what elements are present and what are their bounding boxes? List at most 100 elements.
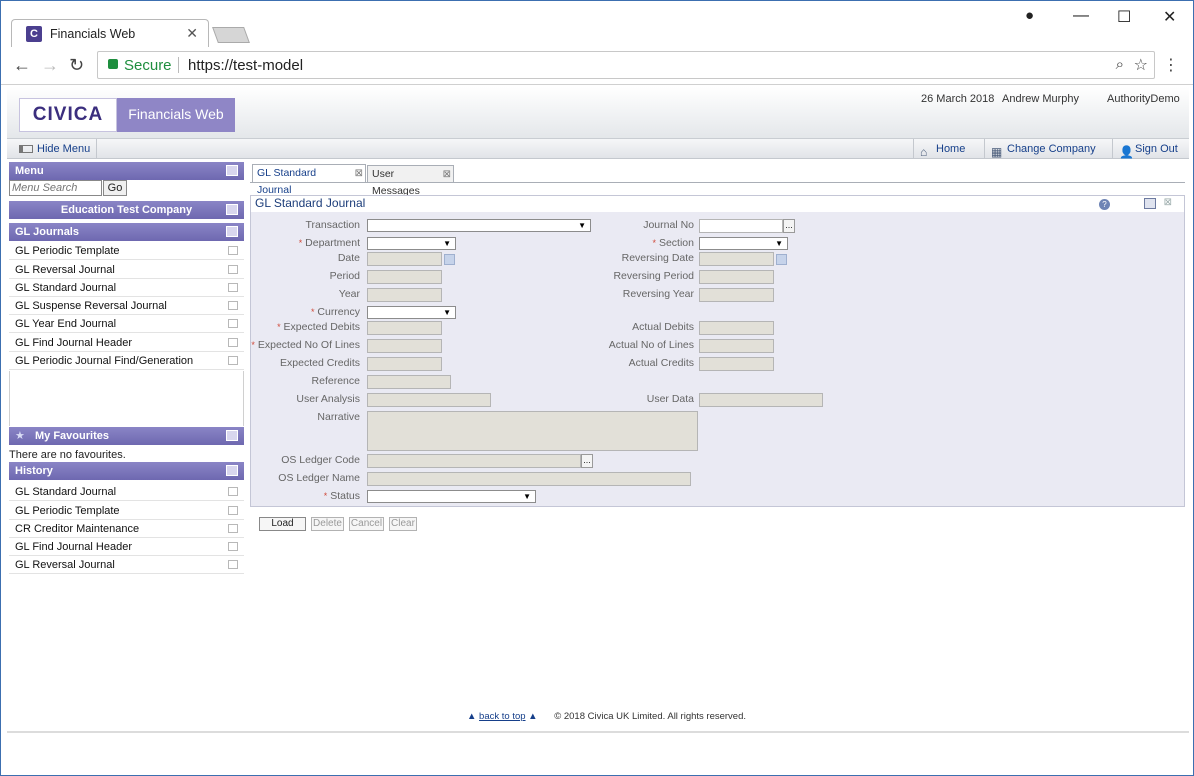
history-item[interactable]: GL Standard Journal [9, 483, 244, 501]
close-window-icon[interactable]: ✕ [1163, 9, 1177, 26]
narrative-textarea[interactable] [367, 411, 698, 451]
tab-user-messages[interactable]: User Messages ⊠ [367, 165, 454, 197]
delete-button[interactable]: Delete [311, 517, 344, 531]
profile-icon[interactable]: ● [1025, 7, 1035, 24]
user-analysis-input[interactable] [367, 393, 491, 407]
history-item[interactable]: GL Reversal Journal [9, 556, 244, 574]
sign-out-label: Sign Out [1135, 143, 1178, 155]
open-link-icon[interactable] [228, 265, 238, 274]
actual-lines-label: Actual No of Lines [608, 339, 694, 351]
section-toggle-icon[interactable] [226, 226, 238, 237]
zoom-icon[interactable]: ⌕ [1115, 56, 1124, 73]
menu-item[interactable]: GL Periodic Journal Find/Generation [9, 352, 244, 370]
maximize-icon[interactable]: ☐ [1117, 9, 1132, 26]
sign-out-button[interactable]: 👤 Sign Out [1112, 139, 1188, 159]
history-toggle-icon[interactable] [226, 465, 238, 476]
cancel-button[interactable]: Cancel [349, 517, 384, 531]
gl-journals-header[interactable]: GL Journals [9, 223, 244, 241]
expected-credits-input[interactable] [367, 357, 442, 371]
section-select[interactable] [699, 237, 788, 250]
reload-icon[interactable]: ↻ [69, 55, 85, 75]
close-tab-icon[interactable]: ✕ [186, 25, 198, 41]
os-ledger-lookup-button[interactable]: ... [581, 454, 593, 468]
journal-no-input[interactable] [699, 219, 783, 233]
history-header[interactable]: History [9, 462, 244, 480]
new-tab-button[interactable] [212, 27, 250, 43]
menu-item-label: GL Reversal Journal [15, 264, 115, 276]
load-button[interactable]: Load [259, 517, 306, 531]
menu-item[interactable]: GL Suspense Reversal Journal [9, 297, 244, 315]
popout-icon[interactable] [1144, 198, 1156, 209]
tab-label: GL Standard Journal [257, 167, 317, 196]
company-toggle-icon[interactable] [226, 204, 238, 215]
back-arrow-icon[interactable]: ← [13, 55, 31, 75]
os-ledger-code-input[interactable] [367, 454, 581, 468]
menu-item-label: GL Periodic Template [15, 245, 120, 257]
status-label: * Status [324, 490, 360, 502]
url-input[interactable]: Secure https://test-model ⌕ ☆ [97, 51, 1155, 79]
help-icon[interactable]: ? [1099, 199, 1110, 210]
header-authority: AuthorityDemo [1107, 93, 1180, 105]
up-arrow-icon: ▲ [528, 711, 538, 722]
open-link-icon[interactable] [228, 356, 238, 365]
open-link-icon[interactable] [228, 301, 238, 310]
journal-no-lookup-button[interactable]: ... [783, 219, 795, 233]
back-to-top-link[interactable]: back to top [479, 711, 526, 722]
close-form-icon[interactable]: ⊠ [1163, 197, 1172, 208]
open-link-icon[interactable] [228, 560, 238, 569]
civica-logo: CIVICA [19, 98, 117, 132]
open-link-icon[interactable] [228, 283, 238, 292]
forward-arrow-icon[interactable]: → [41, 55, 59, 75]
change-company-button[interactable]: ▦ Change Company [984, 139, 1106, 159]
gl-journals-title: GL Journals [15, 226, 79, 238]
browser-menu-icon[interactable]: ⋮ [1163, 57, 1179, 74]
transaction-select[interactable] [367, 219, 591, 232]
period-input [367, 270, 442, 284]
history-item-label: GL Standard Journal [15, 486, 117, 498]
favourites-toggle-icon[interactable] [226, 430, 238, 441]
close-tab-icon[interactable]: ⊠ [442, 169, 451, 180]
home-button[interactable]: ⌂ Home [913, 139, 975, 159]
open-link-icon[interactable] [228, 487, 238, 496]
menu-item[interactable]: GL Find Journal Header [9, 334, 244, 352]
expected-debits-input[interactable] [367, 321, 442, 335]
hide-menu-button[interactable]: Hide Menu [9, 139, 98, 159]
gl-standard-journal-form: GL Standard Journal ? ⊠ Transaction Jour… [250, 195, 1185, 507]
reference-input[interactable] [367, 375, 451, 389]
history-title: History [15, 465, 53, 477]
department-select[interactable] [367, 237, 456, 250]
clear-button[interactable]: Clear [389, 517, 417, 531]
history-item[interactable]: CR Creditor Maintenance [9, 520, 244, 538]
favourites-header[interactable]: ★ My Favourites [9, 427, 244, 445]
menu-item[interactable]: GL Periodic Template [9, 242, 244, 260]
open-link-icon[interactable] [228, 542, 238, 551]
status-select[interactable] [367, 490, 536, 503]
menu-item[interactable]: GL Year End Journal [9, 315, 244, 333]
history-item[interactable]: GL Periodic Template [9, 502, 244, 520]
open-link-icon[interactable] [228, 319, 238, 328]
currency-select[interactable] [367, 306, 456, 319]
history-item[interactable]: GL Find Journal Header [9, 538, 244, 556]
menu-search-go-button[interactable]: Go [103, 180, 127, 196]
required-marker: * [652, 238, 657, 248]
open-link-icon[interactable] [228, 246, 238, 255]
actual-credits-label: Actual Credits [628, 357, 694, 369]
minimize-icon[interactable]: — [1073, 7, 1089, 24]
open-link-icon[interactable] [228, 506, 238, 515]
company-header[interactable]: Education Test Company [9, 201, 244, 219]
panel-toggle-icon[interactable] [226, 165, 238, 176]
menu-item[interactable]: GL Reversal Journal [9, 261, 244, 279]
bookmark-star-icon[interactable]: ☆ [1133, 57, 1148, 74]
user-data-input[interactable] [699, 393, 823, 407]
menu-search-input[interactable] [9, 180, 102, 196]
menu-item-label: GL Find Journal Header [15, 337, 132, 349]
close-tab-icon[interactable]: ⊠ [354, 168, 363, 179]
menu-item[interactable]: GL Standard Journal [9, 279, 244, 297]
open-link-icon[interactable] [228, 524, 238, 533]
expected-lines-input[interactable] [367, 339, 442, 353]
open-link-icon[interactable] [228, 338, 238, 347]
browser-tab[interactable]: C Financials Web ✕ [11, 19, 209, 47]
secure-label: Secure [124, 57, 172, 74]
os-ledger-code-label: OS Ledger Code [281, 454, 360, 466]
tab-gl-standard-journal[interactable]: GL Standard Journal ⊠ [252, 164, 366, 196]
